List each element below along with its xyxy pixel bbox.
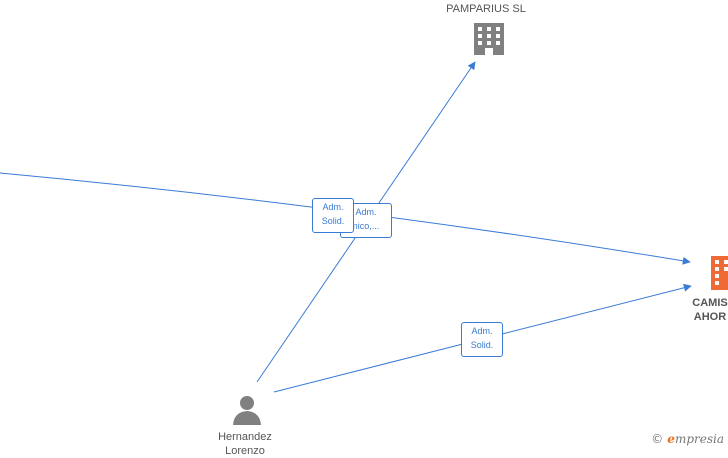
brand-rest: mpresia (674, 432, 724, 446)
edge-label-adm-solid-1[interactable]: Adm. Solid. (312, 198, 354, 233)
edge-label-line1: Adm. (471, 326, 493, 336)
brand-initial: e (667, 432, 675, 446)
person-icon[interactable] (233, 396, 261, 425)
edge-label-adm-solid-2[interactable]: Adm. Solid. (461, 322, 503, 357)
person-label-line1: Hernandez (218, 431, 272, 443)
building-icon-camis[interactable] (711, 256, 728, 290)
building-icon[interactable] (474, 23, 504, 55)
person-label-line2: Lorenzo (225, 445, 265, 457)
edge-label-line2: Solid. (321, 216, 345, 226)
edge-label-line2: Solid. (470, 340, 494, 350)
company-label-camis-line2: AHOR (693, 311, 727, 323)
company-label-camis[interactable]: CAMIS AHOR (680, 296, 728, 324)
edge-label-line2: nico,... (352, 221, 380, 231)
empresia-watermark: ©empresia (651, 432, 724, 446)
copyright-icon: © (651, 432, 664, 446)
person-label-hernandez[interactable]: Hernandez Lorenzo (195, 430, 295, 458)
edge-label-line1: Adm. (322, 202, 344, 212)
edge-label-line1: Adm. (355, 207, 377, 217)
company-label-pamparius[interactable]: PAMPARIUS SL (446, 3, 526, 15)
company-label-camis-line1: CAMIS (692, 297, 728, 309)
